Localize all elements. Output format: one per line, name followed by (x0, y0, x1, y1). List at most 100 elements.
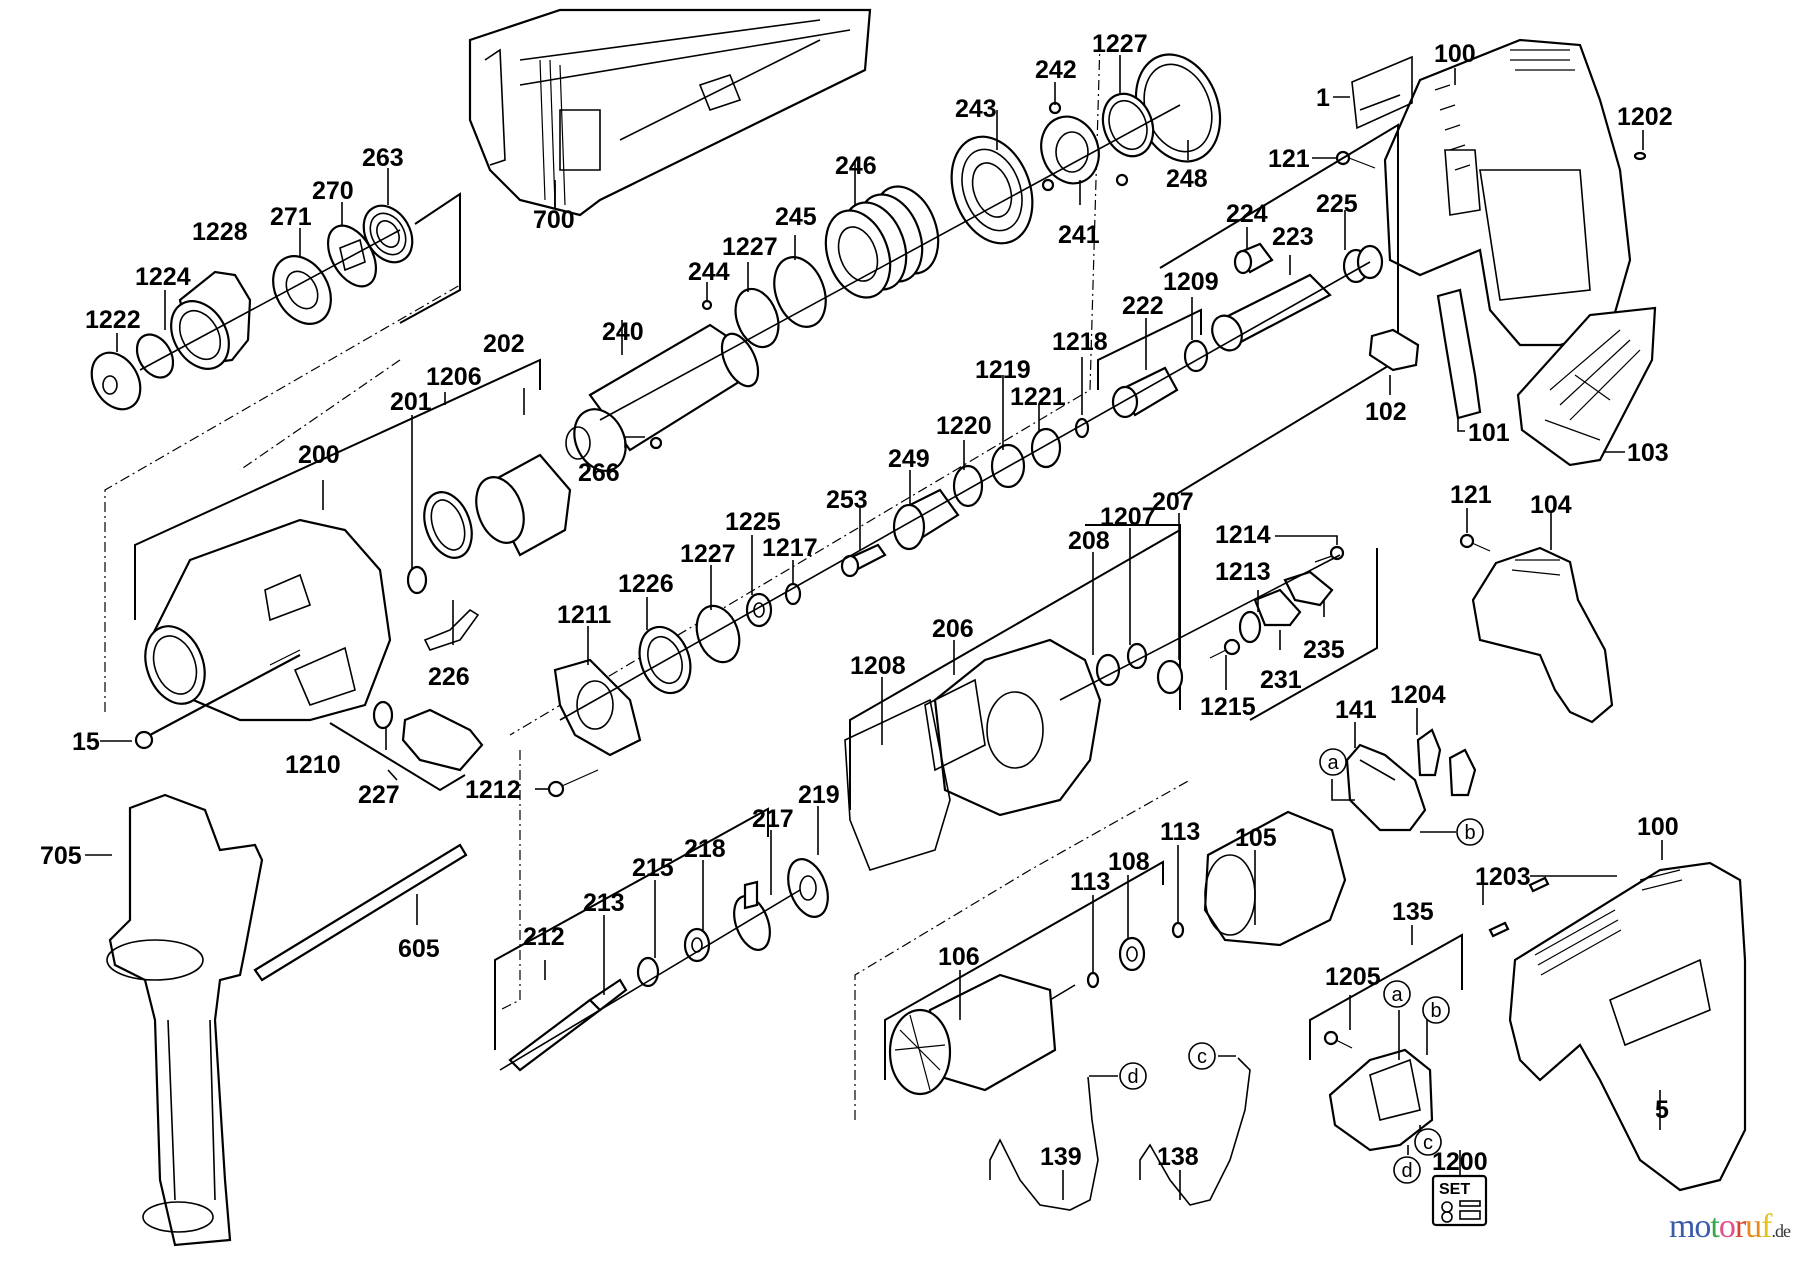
motor-housing-rear[interactable] (1383, 38, 1632, 347)
part-213-shaft[interactable] (508, 978, 628, 1072)
callout-245[interactable]: 245 (775, 203, 817, 231)
part-605-depth-rod[interactable] (253, 843, 468, 982)
part-1211-flange[interactable] (553, 658, 642, 757)
callout-217[interactable]: 217 (752, 805, 794, 833)
callout-243[interactable]: 243 (955, 95, 997, 123)
part-246-spring[interactable] (814, 177, 949, 306)
callout-1227-low[interactable]: 1227 (680, 540, 736, 568)
connector-c-138[interactable]: c (1188, 1042, 1216, 1070)
callout-215[interactable]: 215 (632, 854, 674, 882)
callout-253[interactable]: 253 (826, 486, 868, 514)
part-223-piston[interactable] (1207, 273, 1332, 355)
part-1212-screw[interactable] (547, 769, 599, 798)
callout-241[interactable]: 241 (1058, 221, 1100, 249)
part-1205-screw[interactable] (1323, 1030, 1353, 1049)
callout-231[interactable]: 231 (1260, 666, 1302, 694)
callout-235[interactable]: 235 (1303, 636, 1345, 664)
part-103-handle-grip[interactable] (1516, 306, 1657, 467)
callout-1212[interactable]: 1212 (465, 776, 521, 804)
connector-c-135[interactable]: c (1414, 1128, 1442, 1156)
connector-a-135[interactable]: a (1383, 980, 1411, 1008)
part-108-bearing[interactable] (1118, 936, 1146, 972)
callout-227[interactable]: 227 (358, 781, 400, 809)
part-225-ring[interactable] (1342, 244, 1384, 284)
connector-b-141[interactable]: b (1456, 818, 1484, 846)
connector-d-139[interactable]: d (1119, 1062, 1147, 1090)
callout-100-bottom[interactable]: 100 (1637, 813, 1679, 841)
part-266-ball[interactable] (649, 436, 663, 450)
part-207-bearing[interactable] (1156, 659, 1184, 695)
part-245-ring[interactable] (765, 250, 835, 334)
callout-1209[interactable]: 1209 (1163, 268, 1219, 296)
callout-201[interactable]: 201 (390, 388, 432, 416)
callout-605[interactable]: 605 (398, 935, 440, 963)
part-138-cable[interactable] (1139, 1057, 1251, 1206)
callout-1222[interactable]: 1222 (85, 306, 141, 334)
part-1203-pin-a[interactable] (1528, 876, 1550, 893)
part-1203-pin-b[interactable] (1488, 921, 1510, 938)
connector-a-141[interactable]: a (1319, 748, 1347, 776)
callout-244[interactable]: 244 (688, 258, 730, 286)
callout-705[interactable]: 705 (40, 842, 82, 870)
callout-219[interactable]: 219 (798, 781, 840, 809)
callout-1221[interactable]: 1221 (1010, 383, 1066, 411)
part-231-plate[interactable] (1253, 588, 1302, 627)
part-1221-ring[interactable] (1030, 427, 1062, 469)
callout-139[interactable]: 139 (1040, 1143, 1082, 1171)
part-249-sleeve[interactable] (892, 488, 960, 551)
part-241-plate[interactable] (1032, 108, 1129, 192)
part-1214-screw[interactable] (1314, 545, 1345, 563)
part-101-switch-cover[interactable] (1436, 288, 1482, 420)
callout-103[interactable]: 103 (1627, 439, 1669, 467)
part-102-cap[interactable] (1368, 328, 1420, 372)
part-1225-bearing[interactable] (745, 592, 773, 628)
callout-266[interactable]: 266 (578, 459, 620, 487)
part-1227-ring-mid[interactable] (728, 283, 786, 353)
callout-242[interactable]: 242 (1035, 56, 1077, 84)
callout-1219[interactable]: 1219 (975, 356, 1031, 384)
part-1204-brush-a[interactable] (1416, 728, 1442, 777)
callout-213[interactable]: 213 (583, 889, 625, 917)
part-1204-brush-b[interactable] (1448, 748, 1477, 797)
callout-1204[interactable]: 1204 (1390, 681, 1446, 709)
callout-1227-top[interactable]: 1227 (1092, 30, 1148, 58)
callout-113-right[interactable]: 113 (1160, 818, 1200, 846)
callout-1203[interactable]: 1203 (1475, 863, 1531, 891)
part-1217-ring[interactable] (784, 582, 802, 606)
callout-106[interactable]: 106 (938, 943, 980, 971)
callout-207[interactable]: 207 (1152, 488, 1194, 516)
part-1227-ring-low[interactable] (689, 600, 746, 668)
part-202-cylinder[interactable] (468, 453, 572, 557)
callout-208[interactable]: 208 (1068, 527, 1110, 555)
callout-248[interactable]: 248 (1166, 165, 1208, 193)
part-222-striker[interactable] (1111, 366, 1179, 419)
callout-1227-mid[interactable]: 1227 (722, 233, 778, 261)
callout-1224[interactable]: 1224 (135, 263, 191, 291)
callout-212[interactable]: 212 (523, 923, 565, 951)
callout-1202[interactable]: 1202 (1617, 103, 1673, 131)
connector-b-135[interactable]: b (1422, 996, 1450, 1024)
part-106-armature[interactable] (888, 973, 1076, 1096)
part-121-screw-right[interactable] (1459, 533, 1491, 552)
callout-224[interactable]: 224 (1226, 200, 1268, 228)
part-240-tube[interactable] (565, 323, 766, 479)
callout-1213[interactable]: 1213 (1215, 558, 1271, 586)
callout-104[interactable]: 104 (1530, 491, 1572, 519)
part-141-brush-holder[interactable] (1345, 743, 1427, 832)
callout-1218[interactable]: 1218 (1052, 328, 1108, 356)
connector-d-135[interactable]: d (1393, 1156, 1421, 1184)
part-1206-ring[interactable] (416, 486, 481, 565)
callout-249[interactable]: 249 (888, 445, 930, 473)
callout-1211[interactable]: 1211 (557, 601, 611, 629)
part-226-clip[interactable] (423, 608, 480, 651)
callout-218[interactable]: 218 (684, 835, 726, 863)
part-1202-pin-top[interactable] (1633, 151, 1647, 161)
callout-108[interactable]: 108 (1108, 848, 1150, 876)
callout-102[interactable]: 102 (1365, 398, 1407, 426)
callout-270[interactable]: 270 (312, 177, 354, 205)
callout-1208[interactable]: 1208 (850, 652, 906, 680)
callout-271[interactable]: 271 (270, 203, 312, 231)
part-1220-ring[interactable] (952, 464, 984, 508)
part-235-plate[interactable] (1283, 570, 1334, 607)
callout-223[interactable]: 223 (1272, 223, 1314, 251)
